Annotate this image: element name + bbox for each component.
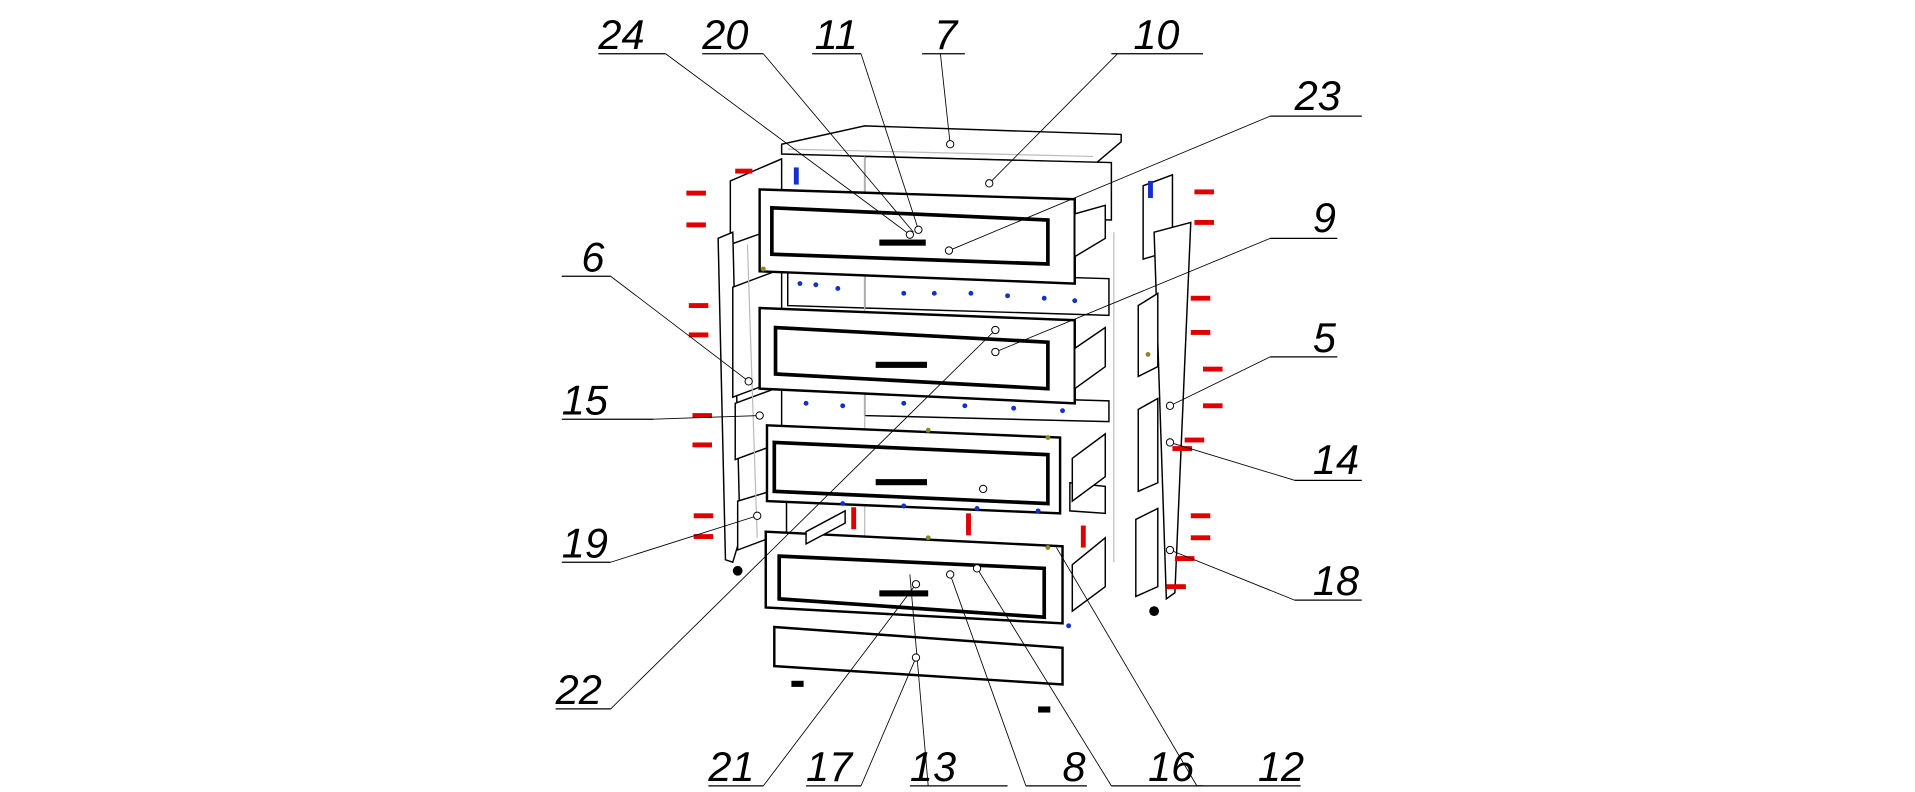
callout-19: 19 bbox=[562, 519, 608, 566]
drawer-2 bbox=[758, 306, 1107, 405]
callout-13: 13 bbox=[910, 743, 956, 790]
callout-15: 15 bbox=[562, 376, 609, 423]
callout-9: 9 bbox=[1313, 194, 1336, 241]
callout-22: 22 bbox=[555, 666, 602, 713]
callout-23: 23 bbox=[1294, 72, 1341, 119]
underlines bbox=[555, 53, 1362, 787]
drawer-4 bbox=[764, 509, 1107, 625]
dowels bbox=[760, 167, 1153, 629]
callout-6: 6 bbox=[581, 233, 605, 280]
screws bbox=[686, 168, 1223, 590]
callout-20: 20 bbox=[701, 11, 748, 58]
feet bbox=[732, 565, 1160, 713]
callout-labels: 24 20 11 7 10 23 9 5 14 18 6 15 19 22 21… bbox=[555, 11, 1359, 790]
callout-8: 8 bbox=[1063, 743, 1086, 790]
callout-12: 12 bbox=[1258, 743, 1304, 790]
callout-10: 10 bbox=[1133, 11, 1179, 58]
callout-14: 14 bbox=[1313, 436, 1359, 483]
callout-16: 16 bbox=[1148, 743, 1195, 790]
callout-24: 24 bbox=[597, 11, 644, 58]
drawer-1 bbox=[758, 188, 1107, 285]
callout-21: 21 bbox=[707, 743, 754, 790]
right-side-panels bbox=[1113, 173, 1192, 601]
callout-17: 17 bbox=[806, 743, 854, 790]
callout-18: 18 bbox=[1313, 557, 1359, 604]
leader-lines bbox=[610, 53, 1295, 787]
drawer-3 bbox=[765, 424, 1107, 515]
callout-5: 5 bbox=[1313, 314, 1337, 361]
callout-7: 7 bbox=[934, 11, 959, 58]
callout-11: 11 bbox=[815, 11, 858, 58]
